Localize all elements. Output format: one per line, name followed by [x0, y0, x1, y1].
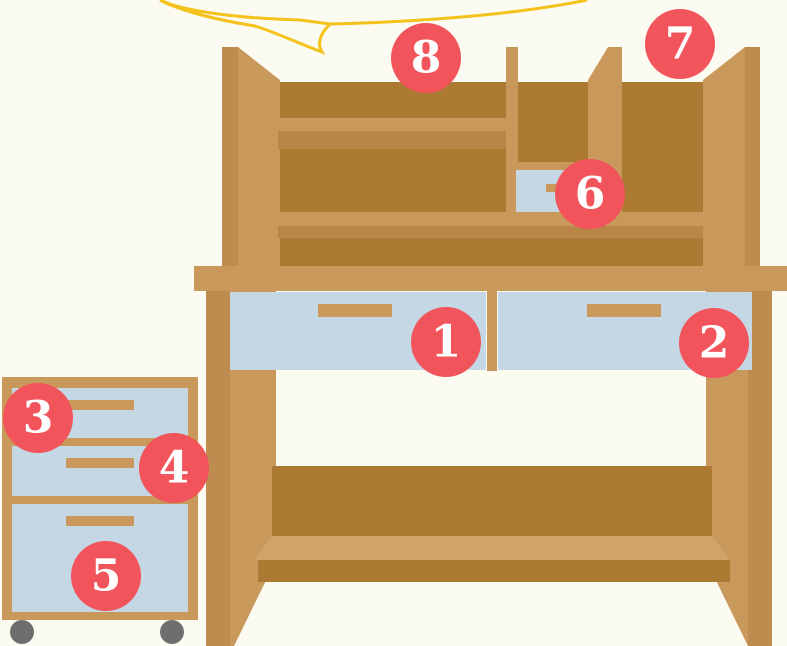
badge-2: 2	[679, 308, 749, 378]
badge-5: 5	[71, 541, 141, 611]
hutch-back-panel	[278, 82, 708, 272]
badge-5-label: 5	[91, 551, 122, 602]
desk-bottom-back	[272, 466, 712, 536]
cabinet-wheel-right	[160, 620, 184, 644]
desk	[194, 266, 787, 646]
badge-3: 3	[3, 383, 73, 453]
cabinet-wheel-left	[10, 620, 34, 644]
badge-7-label: 7	[665, 19, 696, 70]
speech-bubble-outline	[159, 0, 588, 55]
badge-2-label: 2	[699, 318, 730, 369]
badge-6-label: 6	[575, 169, 606, 220]
hutch-upper-shelf	[248, 118, 510, 131]
drawer-2-handle	[587, 304, 661, 317]
badge-4: 4	[139, 433, 209, 503]
drawer-1-handle	[318, 304, 392, 317]
badge-8: 8	[391, 23, 461, 93]
hutch-divider-left	[506, 47, 518, 215]
badge-7: 7	[645, 9, 715, 79]
badge-6: 6	[555, 159, 625, 229]
badge-1-label: 1	[431, 317, 462, 368]
drawer-4-handle	[66, 458, 134, 468]
badge-3-label: 3	[23, 393, 54, 444]
desk-top	[194, 266, 787, 291]
hutch-lower-shelf	[248, 212, 737, 226]
badge-1: 1	[411, 307, 481, 377]
badge-4-label: 4	[159, 443, 190, 494]
drawer-3-handle	[66, 400, 134, 410]
drawer-5-handle	[66, 516, 134, 526]
badge-8-label: 8	[411, 33, 442, 84]
hutch	[222, 47, 760, 272]
desk-bottom-shelf	[254, 536, 730, 560]
